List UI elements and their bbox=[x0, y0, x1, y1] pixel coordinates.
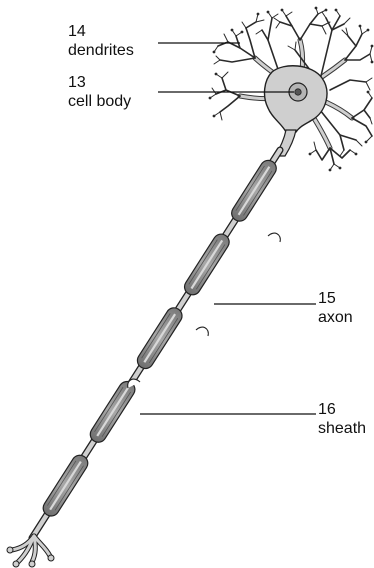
sheath-segment bbox=[181, 231, 232, 298]
label-cell-body-number: 13 bbox=[68, 73, 131, 92]
label-dendrites-number: 14 bbox=[68, 22, 134, 41]
label-dendrites: 14 dendrites bbox=[68, 22, 134, 60]
label-cell-body-text: cell body bbox=[68, 92, 131, 111]
label-sheath-number: 16 bbox=[318, 400, 366, 419]
label-cell-body: 13 cell body bbox=[68, 73, 131, 111]
sheath-segment bbox=[87, 378, 138, 445]
axon-terminals bbox=[7, 536, 54, 567]
myelin-sheath bbox=[40, 157, 279, 519]
label-dendrites-text: dendrites bbox=[68, 41, 134, 60]
label-sheath: 16 sheath bbox=[318, 400, 366, 438]
label-axon-number: 15 bbox=[318, 289, 353, 308]
sheath-segment bbox=[40, 452, 91, 519]
label-axon: 15 axon bbox=[318, 289, 353, 327]
sheath-segment bbox=[134, 305, 185, 372]
sheath-segment bbox=[229, 157, 280, 224]
label-axon-text: axon bbox=[318, 308, 353, 327]
label-sheath-text: sheath bbox=[318, 419, 366, 438]
nucleolus bbox=[295, 89, 301, 95]
